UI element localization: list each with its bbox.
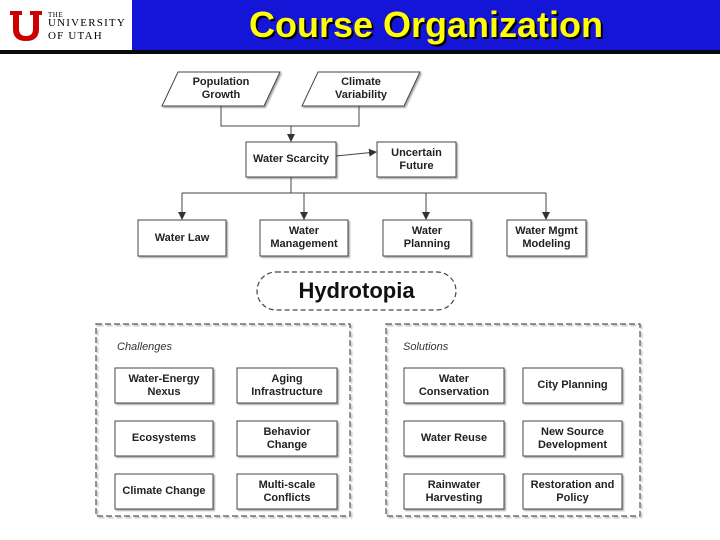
solution-box	[403, 420, 505, 457]
arrow-to-uncertain-future	[335, 148, 377, 157]
solution-label: New Source Development	[537, 425, 608, 451]
solution-label: Restoration and Policy	[530, 478, 615, 504]
solution-label: Water Reuse	[420, 432, 488, 444]
challenge-box	[114, 420, 214, 457]
challenge-box	[236, 367, 338, 404]
logo-line-1: THE	[48, 11, 64, 19]
solution-box	[522, 420, 623, 457]
challenge-box	[114, 367, 214, 404]
solutions-container	[385, 323, 641, 517]
challenge-label: Behavior Change	[263, 425, 311, 451]
challenge-box	[114, 473, 214, 510]
climate-variability-label: Climate Variability	[335, 76, 387, 101]
solution-box	[522, 473, 623, 510]
hydrotopia-label: Hydrotopia	[298, 278, 415, 303]
challenge-label: Aging Infrastructure	[251, 372, 323, 398]
challenges-heading: Challenges	[117, 341, 173, 353]
solution-label: City Planning	[537, 379, 608, 391]
solution-label: Water Conservation	[418, 372, 490, 398]
solution-box	[522, 367, 623, 404]
water-planning-label: Water Planning	[403, 225, 451, 250]
climate-variability-node	[301, 71, 421, 107]
logo-line-2: UNIVERSITY	[48, 17, 126, 29]
water-mgmt-modeling-node	[506, 219, 587, 257]
page-title: Course Organization	[248, 4, 604, 45]
water-scarcity-label: Water Scarcity	[252, 153, 330, 165]
solution-label: Rainwater Harvesting	[425, 478, 483, 504]
challenge-box	[236, 473, 338, 510]
driver-connector	[220, 106, 360, 127]
water-management-label: Water Management	[270, 225, 338, 250]
solutions-heading: Solutions	[403, 341, 449, 353]
header-rule	[0, 50, 720, 54]
population-growth-label: Population Growth	[192, 76, 250, 101]
water-planning-node	[382, 219, 472, 257]
challenge-label: Climate Change	[122, 485, 206, 497]
uncertain-future-label: Uncertain Future	[391, 146, 442, 172]
water-scarcity-node	[245, 141, 337, 178]
uncertain-future-node	[376, 141, 457, 178]
logo-line-3: OF UTAH	[48, 30, 103, 42]
water-law-node	[137, 219, 227, 257]
university-logo: THE UNIVERSITY OF UTAH	[0, 0, 132, 50]
challenge-box	[236, 420, 338, 457]
u-logo-icon	[10, 11, 42, 41]
challenge-label: Water-Energy Nexus	[128, 372, 200, 398]
challenges-container	[95, 323, 351, 517]
water-law-label: Water Law	[154, 231, 210, 244]
water-mgmt-modeling-label: Water Mgmt Modeling	[515, 225, 578, 250]
challenge-label: Ecosystems	[131, 432, 197, 444]
population-growth-node	[161, 71, 281, 107]
challenge-label: Multi-scale Conflicts	[258, 478, 316, 504]
water-management-node	[259, 219, 349, 257]
hydrotopia-node	[256, 271, 457, 311]
solution-box	[403, 367, 505, 404]
solution-box	[403, 473, 505, 510]
